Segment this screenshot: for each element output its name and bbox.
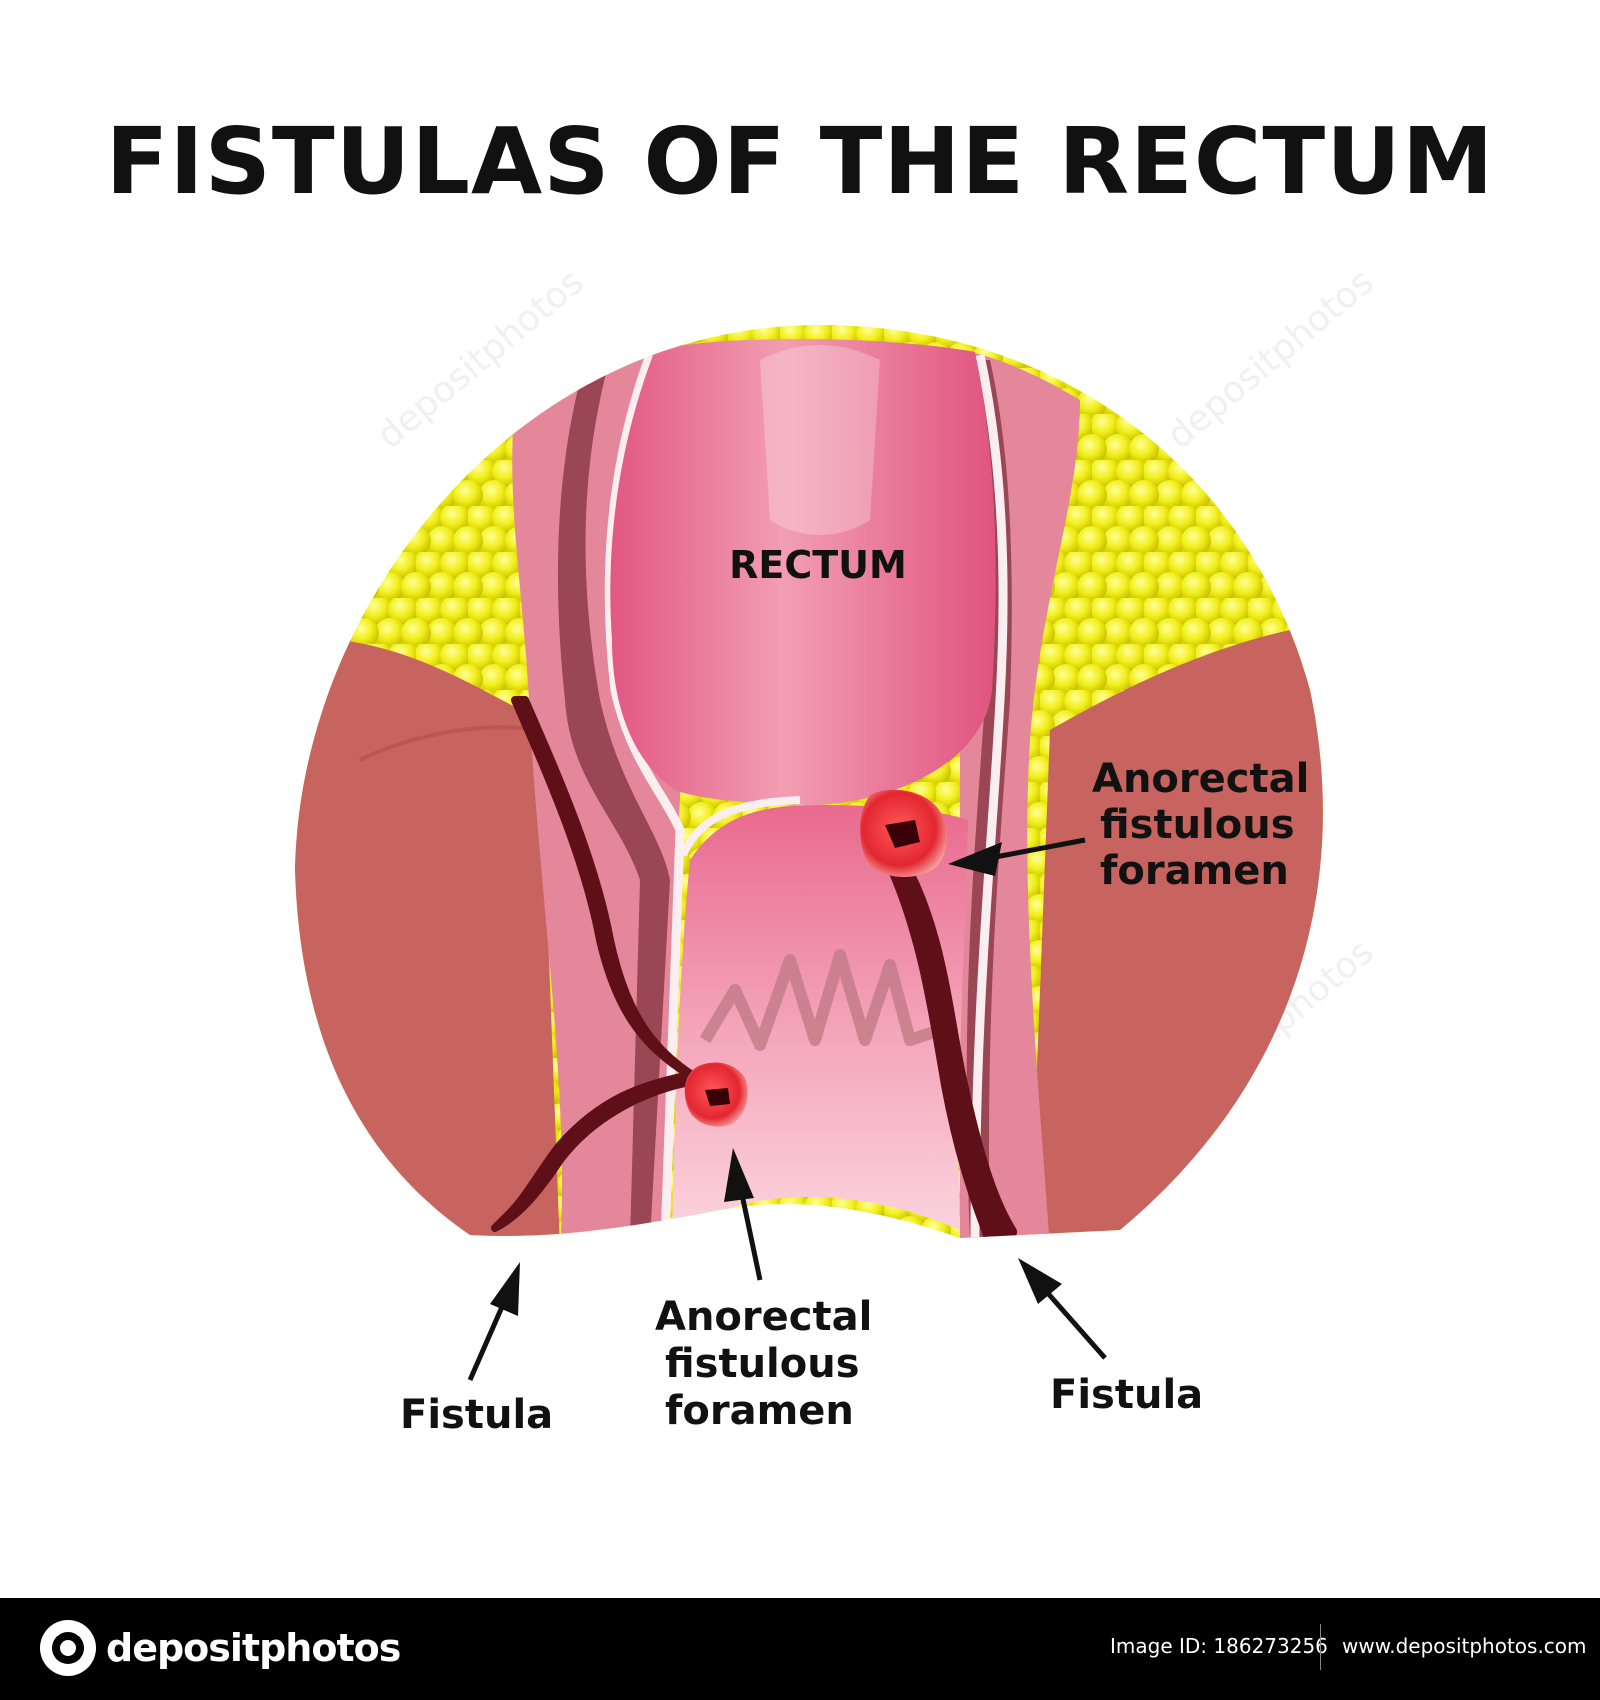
footer-divider [1320,1624,1321,1670]
rectum-label: RECTUM [729,543,907,587]
left-foramen [684,1062,748,1127]
website-link[interactable]: www.depositphotos.com [1342,1634,1587,1658]
svg-text:depositphotos: depositphotos [1159,261,1381,457]
image-id: Image ID: 186273256 [1110,1634,1328,1658]
right-fistula-tract [888,853,1017,1238]
bottom-foramen-arrow [724,1148,763,1281]
right-fistula-label: Fistula [1050,1372,1203,1418]
page-title: FISTULAS OF THE RECTUM [105,108,1495,215]
left-sphincter-muscle [295,640,560,1238]
left-fistula-tract [491,696,704,1232]
svg-text:fistulous: fistulous [665,1341,860,1387]
svg-text:foramen: foramen [1100,848,1289,894]
right-foramen [860,789,948,877]
dentate-line [699,949,942,1051]
svg-text:foramen: foramen [665,1388,854,1434]
rectal-lumen [610,338,996,805]
right-sphincter-muscle [1030,630,1323,1238]
right-foramen-arrow [948,837,1086,876]
left-fistula-label: Fistula [400,1392,553,1438]
right-foramen-label: Anorectal fistulous foramen [1092,756,1309,894]
footer-bar: depositphotos Image ID: 186273256 www.de… [0,1598,1600,1700]
bottom-foramen-label: Anorectal fistulous foramen [655,1294,872,1434]
depositphotos-logo[interactable]: depositphotos [40,1620,401,1676]
svg-text:fistulous: fistulous [1100,802,1295,848]
left-fistula-arrow [467,1262,520,1382]
right-fistula-arrow [1018,1258,1107,1360]
logo-text: depositphotos [106,1626,401,1670]
svg-text:Anorectal: Anorectal [655,1294,872,1340]
svg-text:Anorectal: Anorectal [1092,756,1309,802]
camera-aperture-icon [40,1620,96,1676]
rectum-diagram: depositphotos depositphotos depositphoto… [295,261,1381,1438]
